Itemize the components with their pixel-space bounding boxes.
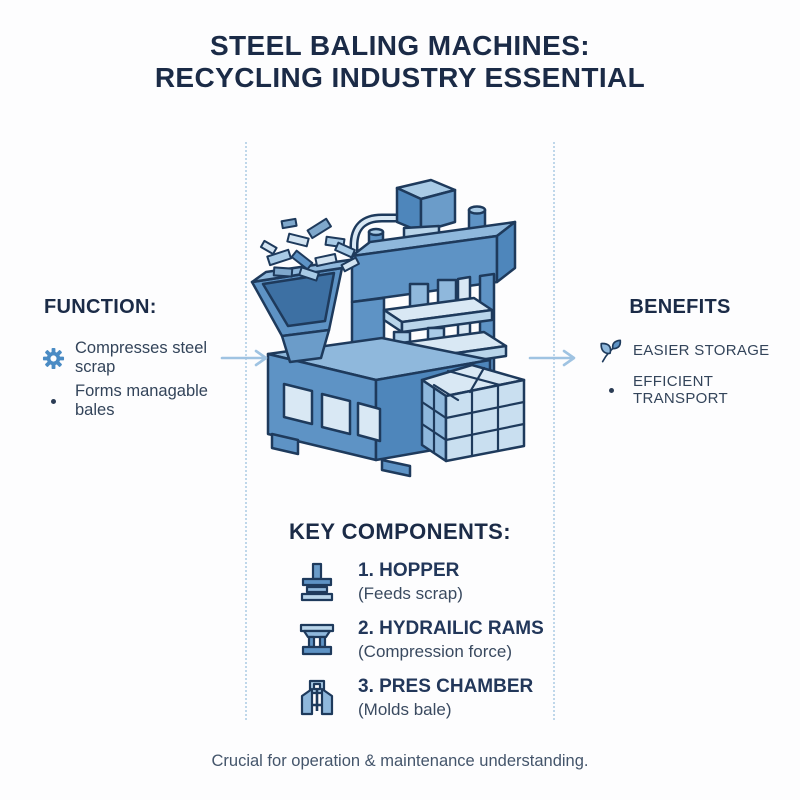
flow-arrow-left [220, 349, 268, 367]
key-components-list: 1. HOPPER (Feeds scrap) 2. HYDRAILIC RAM… [298, 560, 544, 720]
benefit-item-label: EASIER STORAGE [633, 342, 770, 359]
benefit-item-storage: EASIER STORAGE [598, 337, 788, 364]
component-subtitle: (Molds bale) [358, 699, 452, 719]
component-text: 3. PRES CHAMBER (Molds bale) [358, 676, 533, 720]
benefits-list: EASIER STORAGE EFFICIENT TRANSPORT [598, 337, 788, 407]
component-text: 1. HOPPER (Feeds scrap) [358, 560, 463, 604]
baling-machine-illustration [250, 178, 526, 478]
component-item-hydraulic-rams: 2. HYDRAILIC RAMS (Compression force) [298, 618, 544, 662]
bullet-dot [598, 387, 624, 393]
function-heading: FUNCTION: [44, 296, 157, 318]
page-title-line2: RECYCLING INDUSTRY ESSENTIAL [154, 62, 646, 93]
scrap-hopper [250, 257, 358, 364]
page-title-line1: STEEL BALING MACHINES: [209, 30, 591, 61]
key-components-heading: KEY COMPONENTS: [289, 519, 511, 544]
benefits-heading: BENEFITS [629, 296, 731, 318]
bullet-dot [40, 398, 66, 404]
component-title: 3. PRES CHAMBER [358, 676, 534, 698]
leaf-icon [598, 337, 624, 364]
right-dotted-separator [553, 142, 555, 720]
function-item-label: Forms managable bales [75, 382, 208, 419]
benefit-item-transport: EFFICIENT TRANSPORT [598, 373, 788, 407]
component-title: 1. HOPPER [358, 560, 460, 581]
component-title: 2. HYDRAILIC RAMS [358, 618, 544, 640]
flow-arrow-right [528, 349, 576, 367]
function-list: Compresses steel scrap Forms managable b… [40, 339, 250, 420]
component-item-hopper: 1. HOPPER (Feeds scrap) [298, 560, 544, 604]
component-subtitle: (Compression force) [358, 641, 512, 661]
gear-icon [40, 347, 66, 370]
scrap-metal-pieces [259, 217, 360, 282]
left-dotted-separator [245, 142, 247, 720]
pipe-inner [352, 216, 404, 258]
function-item-compresses: Compresses steel scrap [40, 339, 250, 377]
benefit-item-label: EFFICIENT TRANSPORT [633, 373, 728, 407]
function-item-forms: Forms managable bales [40, 382, 250, 420]
component-item-press-chamber: 3. PRES CHAMBER (Molds bale) [298, 676, 544, 720]
component-text: 2. HYDRAILIC RAMS (Compression force) [358, 618, 544, 662]
footer-caption: Crucial for operation & maintenance unde… [211, 752, 589, 770]
page-title: STEEL BALING MACHINES: RECYCLING INDUSTR… [0, 30, 800, 94]
press-chamber-icon [298, 679, 336, 717]
component-subtitle: (Feeds scrap) [358, 583, 463, 603]
hydraulic-rams-icon [298, 622, 336, 658]
compressed-bale [420, 363, 526, 463]
hopper-icon [298, 562, 336, 602]
function-item-label: Compresses steel scrap [75, 339, 208, 376]
